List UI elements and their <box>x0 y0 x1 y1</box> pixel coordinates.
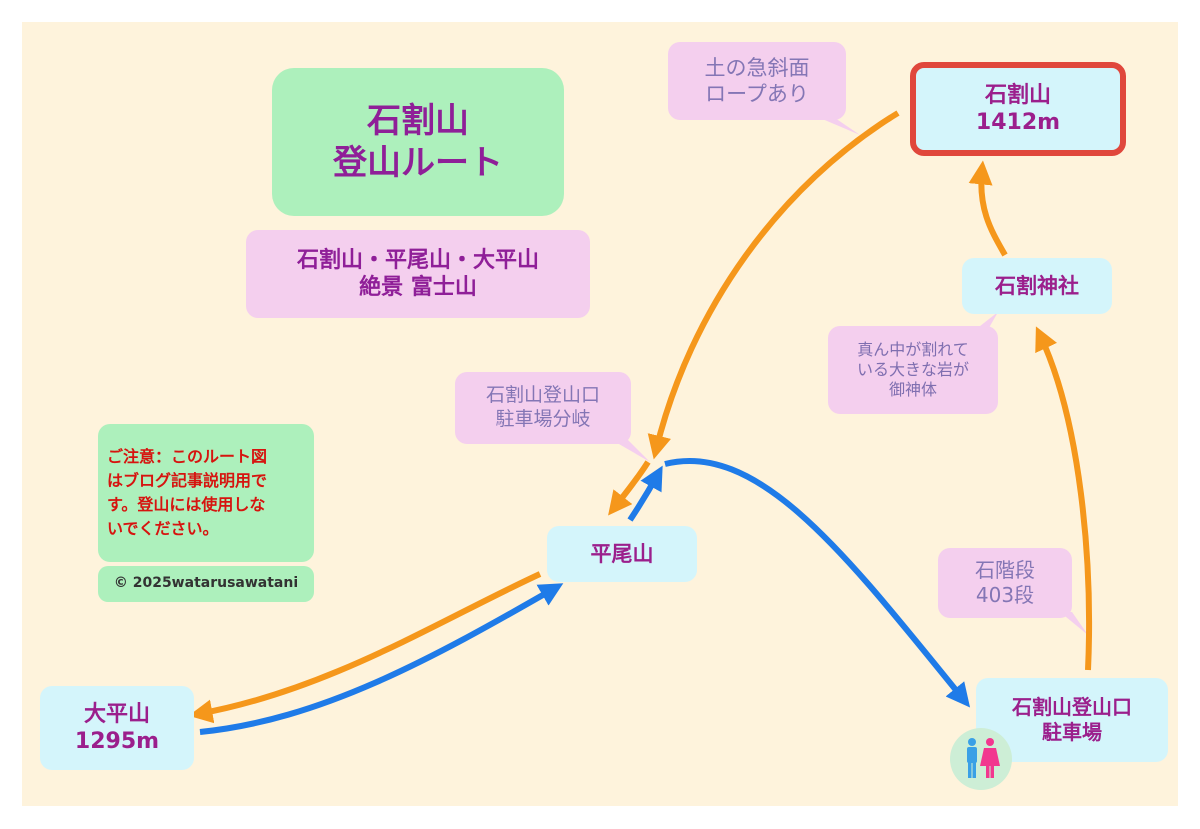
callout-rock-line-1: 真ん中が割れて <box>857 340 969 359</box>
callout-slope: 土の急斜面 ロープあり <box>668 42 846 120</box>
route-trailhead-to-shrine <box>1035 326 1092 671</box>
oohira-elevation: 1295m <box>74 729 160 754</box>
callout-rock: 真ん中が割れて いる大きな岩が 御神体 <box>828 326 998 414</box>
trailhead-line-1: 石割山登山口 <box>1012 695 1132 719</box>
route-hirao-to-junction <box>627 465 663 522</box>
callout-rock-line-3: 御神体 <box>888 380 937 399</box>
route-junction-to-trailhead <box>664 457 971 708</box>
notice-line-1: ご注意：このルート図 <box>107 447 268 466</box>
callout-junction: 石割山登山口 駐車場分岐 <box>455 372 631 444</box>
title-line-1: 石割山 <box>367 100 469 141</box>
route-oohira-to-hirao <box>199 583 564 735</box>
route-shrine-to-summit <box>968 160 1008 257</box>
subtitle-line-1: 石割山・平尾山・大平山 <box>296 247 539 273</box>
callout-tail-stairs <box>1060 612 1088 635</box>
trailhead-line-2: 駐車場 <box>1042 720 1102 744</box>
oohira-name: 大平山 <box>83 701 150 727</box>
subtitle-box: 石割山・平尾山・大平山 絶景 富士山 <box>246 230 590 318</box>
woman-icon <box>980 738 1000 778</box>
route-hirao-to-oohira <box>188 571 542 724</box>
callout-slope-line-2: ロープあり <box>705 82 809 106</box>
callout-stairs-line-2: 403段 <box>975 583 1035 607</box>
node-oohira: 大平山 1295m <box>40 686 194 770</box>
callout-slope-line-1: 土の急斜面 <box>704 55 810 80</box>
shrine-name: 石割神社 <box>995 273 1079 298</box>
callout-stairs-line-1: 石階段 <box>975 558 1035 582</box>
node-summit: 石割山 1412m <box>910 62 1126 156</box>
summit-elevation: 1412m <box>975 110 1061 135</box>
copyright-text: © 2025watarusawatani <box>113 575 299 592</box>
callout-stairs: 石階段 403段 <box>938 548 1072 618</box>
notice-box: ご注意：このルート図 はブログ記事説明用で す。登山には使用しな いでください。 <box>98 424 314 562</box>
summit-name: 石割山 <box>984 82 1051 108</box>
title-box: 石割山 登山ルート <box>272 68 564 216</box>
node-shrine: 石割神社 <box>962 258 1112 314</box>
callout-junction-line-1: 石割山登山口 <box>485 384 600 407</box>
notice-line-4: いでください。 <box>107 519 219 538</box>
callout-tail-slope <box>820 118 860 135</box>
restroom-icon <box>950 728 1012 790</box>
hirao-name: 平尾山 <box>590 541 654 566</box>
man-icon <box>967 738 977 778</box>
callout-rock-line-2: いる大きな岩が <box>856 360 969 379</box>
node-trailhead: 石割山登山口 駐車場 <box>976 678 1168 762</box>
notice-line-2: はブログ記事説明用で <box>107 471 268 490</box>
node-hirao: 平尾山 <box>547 526 697 582</box>
callout-junction-line-2: 駐車場分岐 <box>495 408 591 430</box>
subtitle-line-2: 絶景 富士山 <box>359 275 477 300</box>
notice-line-3: す。登山には使用しな <box>107 495 266 514</box>
copyright-badge: © 2025watarusawatani <box>98 566 314 602</box>
route-summit-to-junction <box>647 110 900 460</box>
callout-tail-junction <box>612 440 650 462</box>
title-line-2: 登山ルート <box>333 143 503 183</box>
